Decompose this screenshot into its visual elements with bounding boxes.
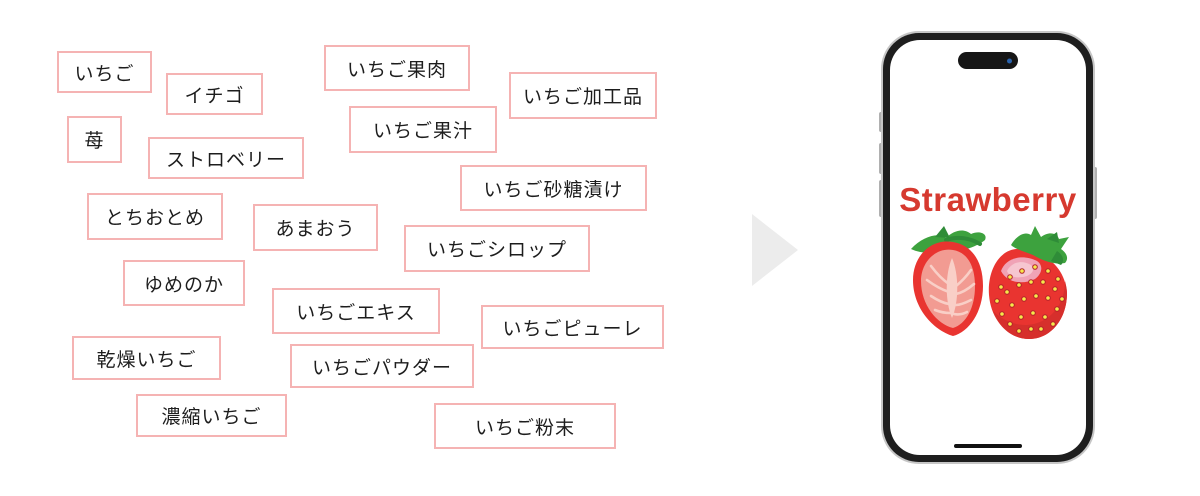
keyword-label: いちご果汁 [372, 121, 473, 142]
phone-action-button [879, 112, 883, 132]
keyword-label: とちおとめ [104, 208, 205, 229]
keyword-box: いちご粉末 [434, 403, 616, 449]
keyword-label: いちご砂糖漬け [483, 179, 624, 201]
keyword-box: いちご果汁 [349, 106, 497, 153]
front-camera-icon [1007, 58, 1012, 63]
keyword-label: 乾燥いちご [96, 349, 197, 371]
keyword-label: いちご [74, 63, 135, 85]
keyword-box: 乾燥いちご [72, 336, 221, 380]
half-strawberry-body [913, 241, 983, 336]
phone-mockup: Strawberry [879, 33, 1097, 462]
strawberry-illustration [911, 226, 1069, 339]
dynamic-island [958, 52, 1018, 69]
keyword-label: いちごエキス [296, 302, 416, 324]
keyword-label: いちご粉末 [474, 417, 575, 439]
whole-strawberry-calyx [1011, 226, 1069, 265]
keyword-box: いちごシロップ [404, 225, 590, 272]
keyword-box: いちごピューレ [481, 305, 664, 349]
keyword-box: いちご砂糖漬け [460, 165, 647, 211]
keyword-box: イチゴ [166, 73, 263, 115]
keyword-label: ストロベリー [165, 149, 286, 171]
keyword-box: いちご果肉 [324, 45, 470, 91]
phone-screen: Strawberry [890, 40, 1086, 455]
keyword-label: いちごシロップ [426, 240, 567, 261]
keyword-box: いちご加工品 [509, 72, 657, 119]
keyword-label: いちごパウダー [311, 357, 452, 379]
keyword-box: いちごパウダー [290, 344, 474, 388]
phone-power-button [1093, 167, 1097, 219]
keyword-label: いちご果肉 [346, 59, 447, 81]
home-indicator [954, 444, 1022, 448]
right-arrow-icon [752, 214, 798, 286]
keyword-label: 苺 [84, 131, 105, 152]
keyword-label: ゆめのか [143, 274, 224, 296]
keyword-box: 濃縮いちご [136, 394, 287, 437]
keyword-label: いちごピューレ [502, 318, 643, 340]
keyword-box: ゆめのか [123, 260, 245, 306]
keyword-box: 苺 [67, 116, 122, 163]
keyword-box: とちおとめ [87, 193, 223, 240]
app-title: Strawberry [899, 181, 1077, 218]
keyword-label: 濃縮いちご [161, 407, 262, 428]
keyword-label: いちご加工品 [522, 87, 643, 108]
phone-volume-down-button [879, 180, 883, 217]
phone-volume-up-button [879, 143, 883, 174]
keyword-box: あまおう [253, 204, 378, 251]
keyword-box: ストロベリー [148, 137, 304, 179]
keyword-box: いちご [57, 51, 152, 93]
keyword-box: いちごエキス [272, 288, 440, 334]
whole-strawberry [988, 226, 1069, 339]
keyword-label: あまおう [275, 219, 356, 240]
keyword-label: イチゴ [184, 85, 245, 107]
